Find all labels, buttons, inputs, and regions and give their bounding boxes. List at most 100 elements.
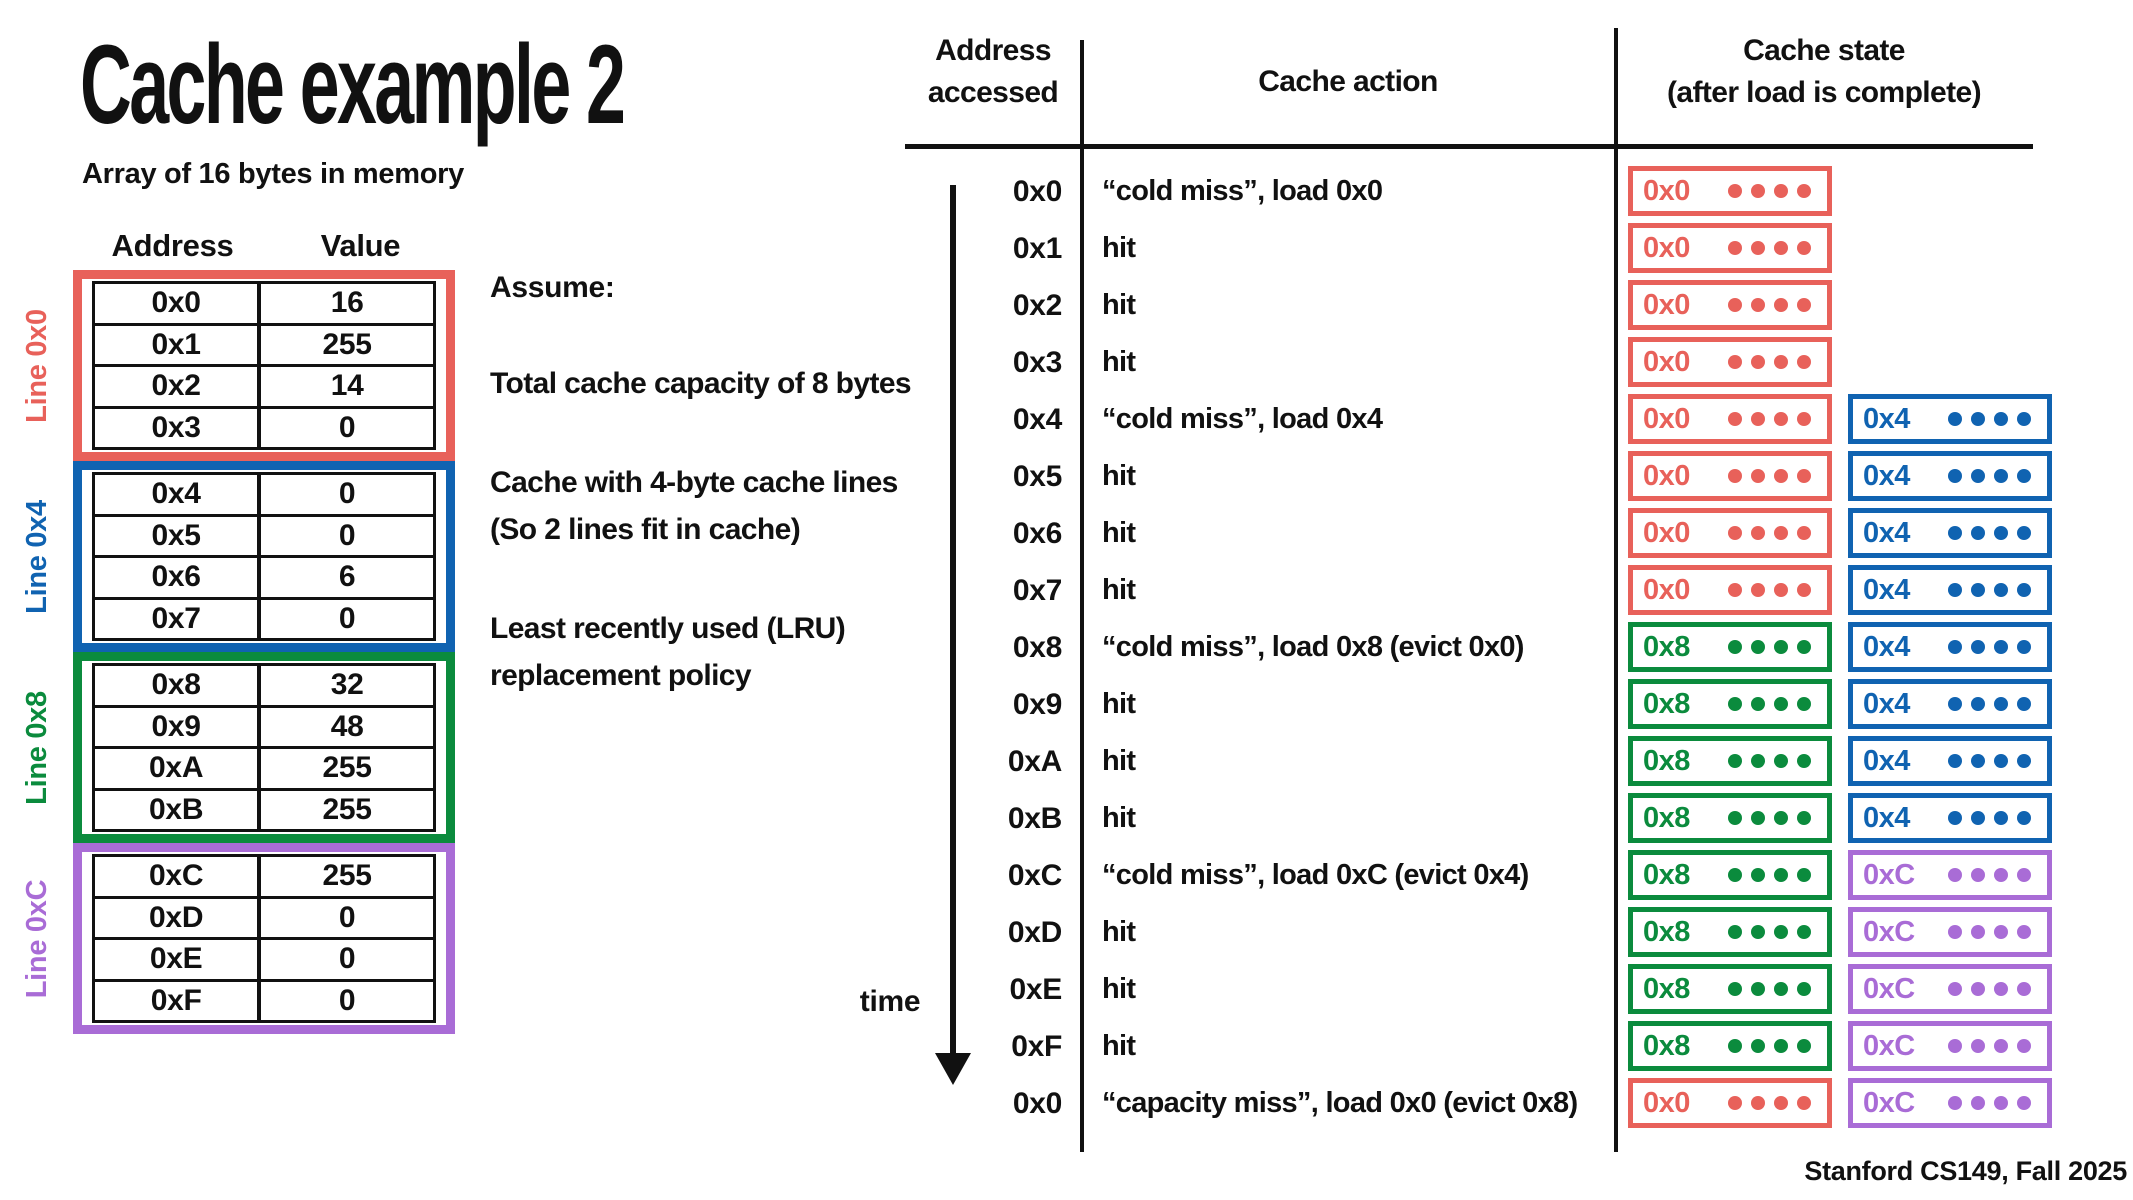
byte-dot-icon <box>1728 982 1742 996</box>
cache-action-header: Cache action <box>1258 65 1438 98</box>
byte-dot-icon <box>1774 811 1788 825</box>
byte-dot-icon <box>1994 469 2008 483</box>
cache-bytes-dots <box>1728 241 1827 255</box>
cache-line-tag: 0x8 <box>1643 858 1690 891</box>
byte-dot-icon <box>1797 754 1811 768</box>
byte-dot-icon <box>1948 526 1962 540</box>
mem-value-cell: 0 <box>257 599 433 638</box>
cache-line-box: 0x8 <box>1628 850 1832 900</box>
cache-bytes-dots <box>1728 982 1827 996</box>
byte-dot-icon <box>1728 583 1742 597</box>
cache-action-cell: hit <box>1102 517 1136 549</box>
cache-line-box: 0xC <box>1848 850 2052 900</box>
assumption-item: Total cache capacity of 8 bytes <box>490 360 960 407</box>
byte-dot-icon <box>2017 982 2031 996</box>
mem-address-cell: 0x5 <box>151 518 201 552</box>
cache-line-tag: 0x0 <box>1643 516 1690 549</box>
byte-dot-icon <box>1728 412 1742 426</box>
cache-line-box: 0x4 <box>1848 508 2052 558</box>
cache-line-box: 0x8 <box>1628 679 1832 729</box>
mem-value-cell: 14 <box>257 367 433 406</box>
cache-line-box: 0x0 <box>1628 508 1832 558</box>
mem-value-cell: 6 <box>257 558 433 597</box>
cache-action-cell: hit <box>1102 1030 1136 1062</box>
byte-dot-icon <box>1797 640 1811 654</box>
byte-dot-icon <box>1751 184 1765 198</box>
byte-dot-icon <box>1948 982 1962 996</box>
byte-dot-icon <box>1994 925 2008 939</box>
memory-line-label: Line 0x4 <box>21 499 53 614</box>
mem-address-cell: 0x1 <box>151 327 201 361</box>
byte-dot-icon <box>1751 526 1765 540</box>
cache-action-cell: hit <box>1102 460 1136 492</box>
byte-dot-icon <box>1994 583 2008 597</box>
address-accessed-cell: 0x9 <box>1012 688 1062 721</box>
time-arrow-head-icon <box>935 1053 971 1085</box>
cache-line-box: 0x8 <box>1628 736 1832 786</box>
cache-bytes-dots <box>1948 982 2047 996</box>
cache-line-box: 0x8 <box>1628 793 1832 843</box>
mem-address-cell: 0x0 <box>151 286 201 320</box>
byte-dot-icon <box>1774 925 1788 939</box>
cache-line-tag: 0x0 <box>1643 1086 1690 1119</box>
assumption-line: replacement policy <box>490 659 752 692</box>
cache-bytes-dots <box>1728 583 1827 597</box>
byte-dot-icon <box>1797 184 1811 198</box>
byte-dot-icon <box>1797 868 1811 882</box>
byte-dot-icon <box>1751 925 1765 939</box>
byte-dot-icon <box>1994 1096 2008 1110</box>
byte-dot-icon <box>1994 412 2008 426</box>
byte-dot-icon <box>2017 526 2031 540</box>
cache-action-cell: “cold miss”, load 0x4 <box>1102 403 1383 435</box>
cache-bytes-dots <box>1728 184 1827 198</box>
cache-action-cell: “capacity miss”, load 0x0 (evict 0x8) <box>1102 1087 1578 1119</box>
cache-line-tag: 0x4 <box>1863 516 1910 549</box>
table-row: 0xE 0 <box>95 940 433 982</box>
byte-dot-icon <box>2017 640 2031 654</box>
cache-line-box: 0xC <box>1848 964 2052 1014</box>
table-row: 0x9 hit 0x8 0x4 <box>905 676 2065 733</box>
byte-dot-icon <box>1774 982 1788 996</box>
cache-action-cell: hit <box>1102 688 1136 720</box>
cache-line-box: 0x0 <box>1628 280 1832 330</box>
byte-dot-icon <box>1728 241 1742 255</box>
address-accessed-cell: 0xE <box>1009 973 1063 1006</box>
byte-dot-icon <box>2017 697 2031 711</box>
byte-dot-icon <box>1797 982 1811 996</box>
mem-value-cell: 0 <box>257 940 433 979</box>
cache-state-header-line2: (after load is complete) <box>1666 76 1982 109</box>
cache-line-box: 0x4 <box>1848 394 2052 444</box>
cache-bytes-dots <box>1948 868 2047 882</box>
cache-line-tag: 0x0 <box>1643 174 1690 207</box>
byte-dot-icon <box>1948 811 1962 825</box>
time-axis-label: time <box>859 985 921 1018</box>
byte-dot-icon <box>2017 754 2031 768</box>
address-accessed-cell: 0x3 <box>1012 346 1062 379</box>
cache-line-box: 0x4 <box>1848 679 2052 729</box>
cache-line-tag: 0xC <box>1863 1029 1915 1062</box>
byte-dot-icon <box>1774 868 1788 882</box>
cache-bytes-dots <box>1728 1096 1827 1110</box>
address-accessed-header: Address accessed <box>903 30 1083 114</box>
byte-dot-icon <box>1797 925 1811 939</box>
byte-dot-icon <box>1728 526 1742 540</box>
byte-dot-icon <box>1971 1096 1985 1110</box>
cache-line-tag: 0x4 <box>1863 630 1910 663</box>
cache-line-tag: 0x0 <box>1643 288 1690 321</box>
mem-address-cell: 0xE <box>149 942 203 976</box>
mem-address-cell: 0x7 <box>151 601 201 635</box>
byte-dot-icon <box>1797 241 1811 255</box>
address-accessed-header-line2: accessed <box>927 76 1059 109</box>
cache-action-cell: hit <box>1102 973 1136 1005</box>
cache-bytes-dots <box>1728 640 1827 654</box>
byte-dot-icon <box>1751 298 1765 312</box>
